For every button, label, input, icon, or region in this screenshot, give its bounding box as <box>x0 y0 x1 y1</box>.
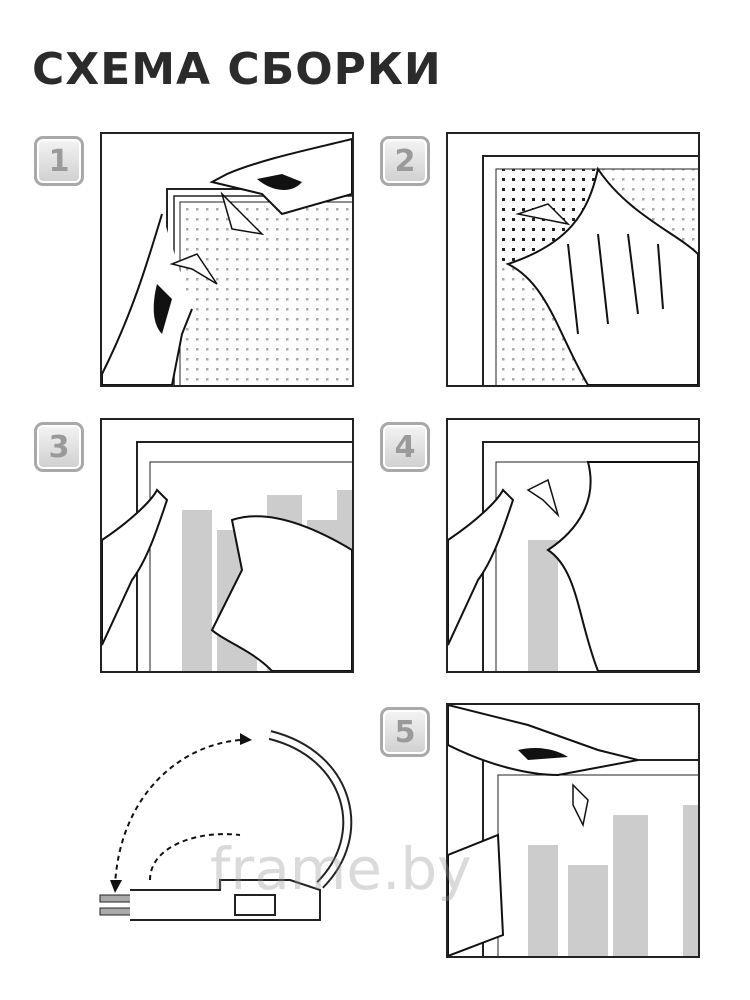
step-5-badge: 5 <box>380 707 430 757</box>
step-3-panel <box>100 418 354 673</box>
step-4-panel <box>446 418 700 673</box>
watermark: frame.by <box>210 835 472 903</box>
step-4-badge: 4 <box>380 422 430 472</box>
page-title: СХЕМА СБОРКИ <box>32 44 442 95</box>
step-1-panel <box>100 132 354 387</box>
step-1-badge: 1 <box>34 136 84 186</box>
step-2-badge: 2 <box>380 136 430 186</box>
step-3-badge: 3 <box>34 422 84 472</box>
step-2-panel <box>446 132 700 387</box>
frame-profile-diagram <box>90 715 370 935</box>
step-5-panel <box>446 703 700 958</box>
